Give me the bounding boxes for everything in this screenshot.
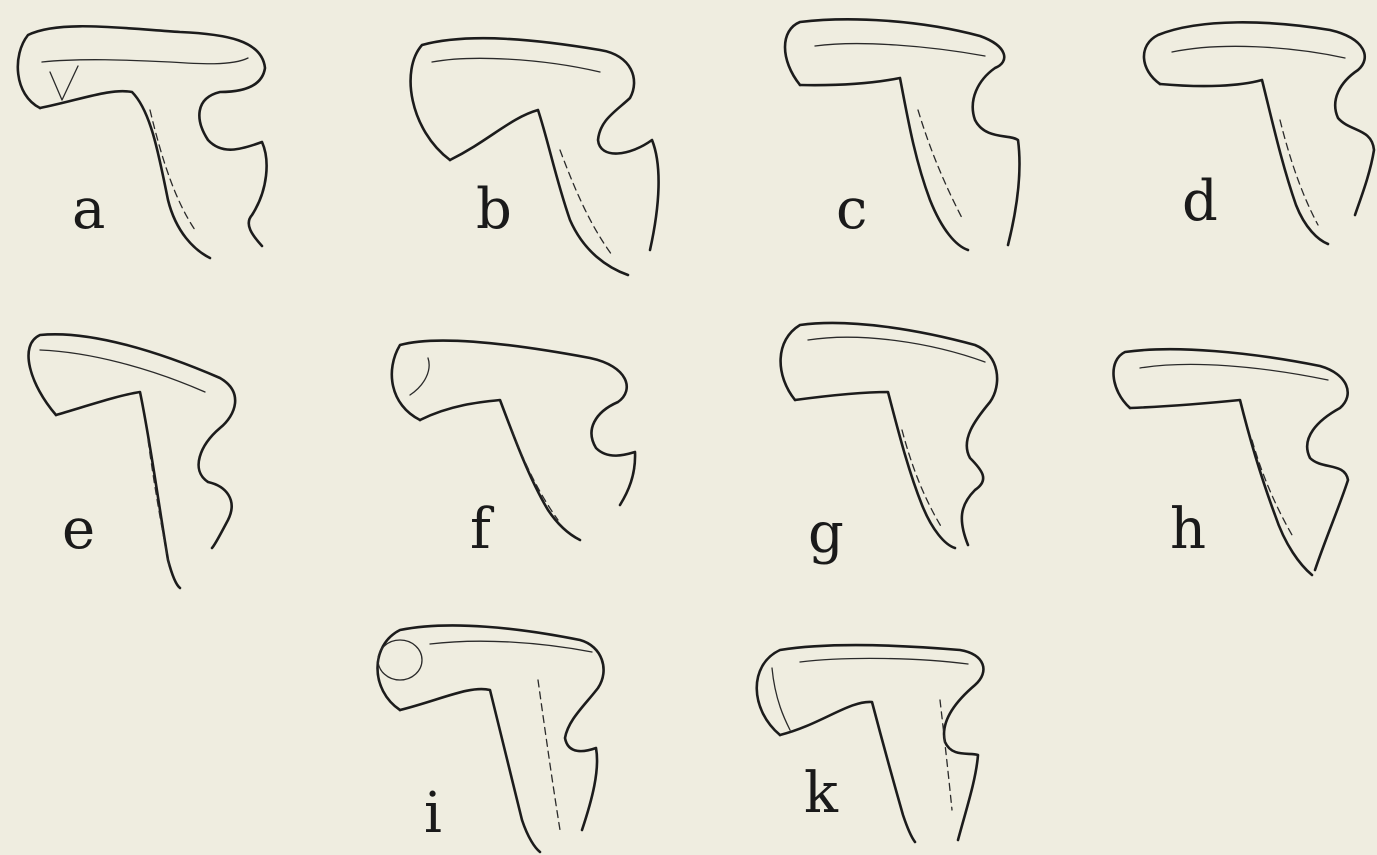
figure-k: k — [757, 645, 984, 842]
inner-c — [815, 44, 985, 56]
outline-b — [411, 38, 659, 250]
outline-a — [18, 26, 267, 246]
outline-i — [378, 625, 604, 830]
shaft-i — [400, 689, 540, 852]
inner-b — [432, 58, 600, 72]
figure-a: a — [18, 26, 267, 258]
outline-c — [785, 19, 1020, 245]
dash-f — [512, 430, 558, 520]
shaft-f — [420, 400, 580, 540]
figure-e: e — [29, 334, 236, 588]
dash-b — [560, 150, 612, 255]
dash-k — [940, 700, 952, 810]
figure-g: g — [781, 323, 998, 566]
inner-f — [410, 358, 429, 395]
inner-i — [430, 641, 592, 652]
inner2-k — [800, 658, 968, 664]
figure-b: b — [411, 38, 659, 275]
label-a: a — [72, 177, 105, 242]
head-i — [378, 640, 422, 680]
inner-a — [42, 58, 248, 64]
shaft-c — [800, 78, 968, 250]
inner-h — [1140, 364, 1328, 380]
label-c: c — [836, 177, 867, 242]
inner-k — [772, 668, 790, 730]
figure-h: h — [1114, 349, 1348, 575]
shaft-k — [780, 702, 915, 842]
figure-f: f — [392, 340, 635, 562]
outline-h — [1114, 349, 1348, 570]
label-h: h — [1170, 497, 1206, 562]
figure-c: c — [785, 19, 1020, 250]
label-f: f — [470, 497, 495, 562]
inner2-a — [50, 66, 78, 100]
label-d: d — [1182, 169, 1218, 234]
label-g: g — [808, 501, 844, 566]
dash-g — [902, 430, 942, 528]
label-i: i — [424, 781, 442, 846]
outline-f — [392, 340, 635, 505]
dash-c — [918, 110, 962, 218]
label-e: e — [62, 497, 95, 562]
label-b: b — [476, 177, 512, 242]
shaft-h — [1130, 400, 1312, 575]
outline-k — [757, 645, 984, 840]
figure-i: i — [378, 625, 604, 852]
dash-i — [538, 680, 560, 830]
inner-d — [1172, 46, 1345, 58]
figure-d: d — [1144, 22, 1374, 244]
inner-e — [40, 350, 205, 392]
shaft-a — [40, 91, 210, 258]
label-k: k — [804, 761, 839, 826]
dash-h — [1252, 440, 1292, 535]
